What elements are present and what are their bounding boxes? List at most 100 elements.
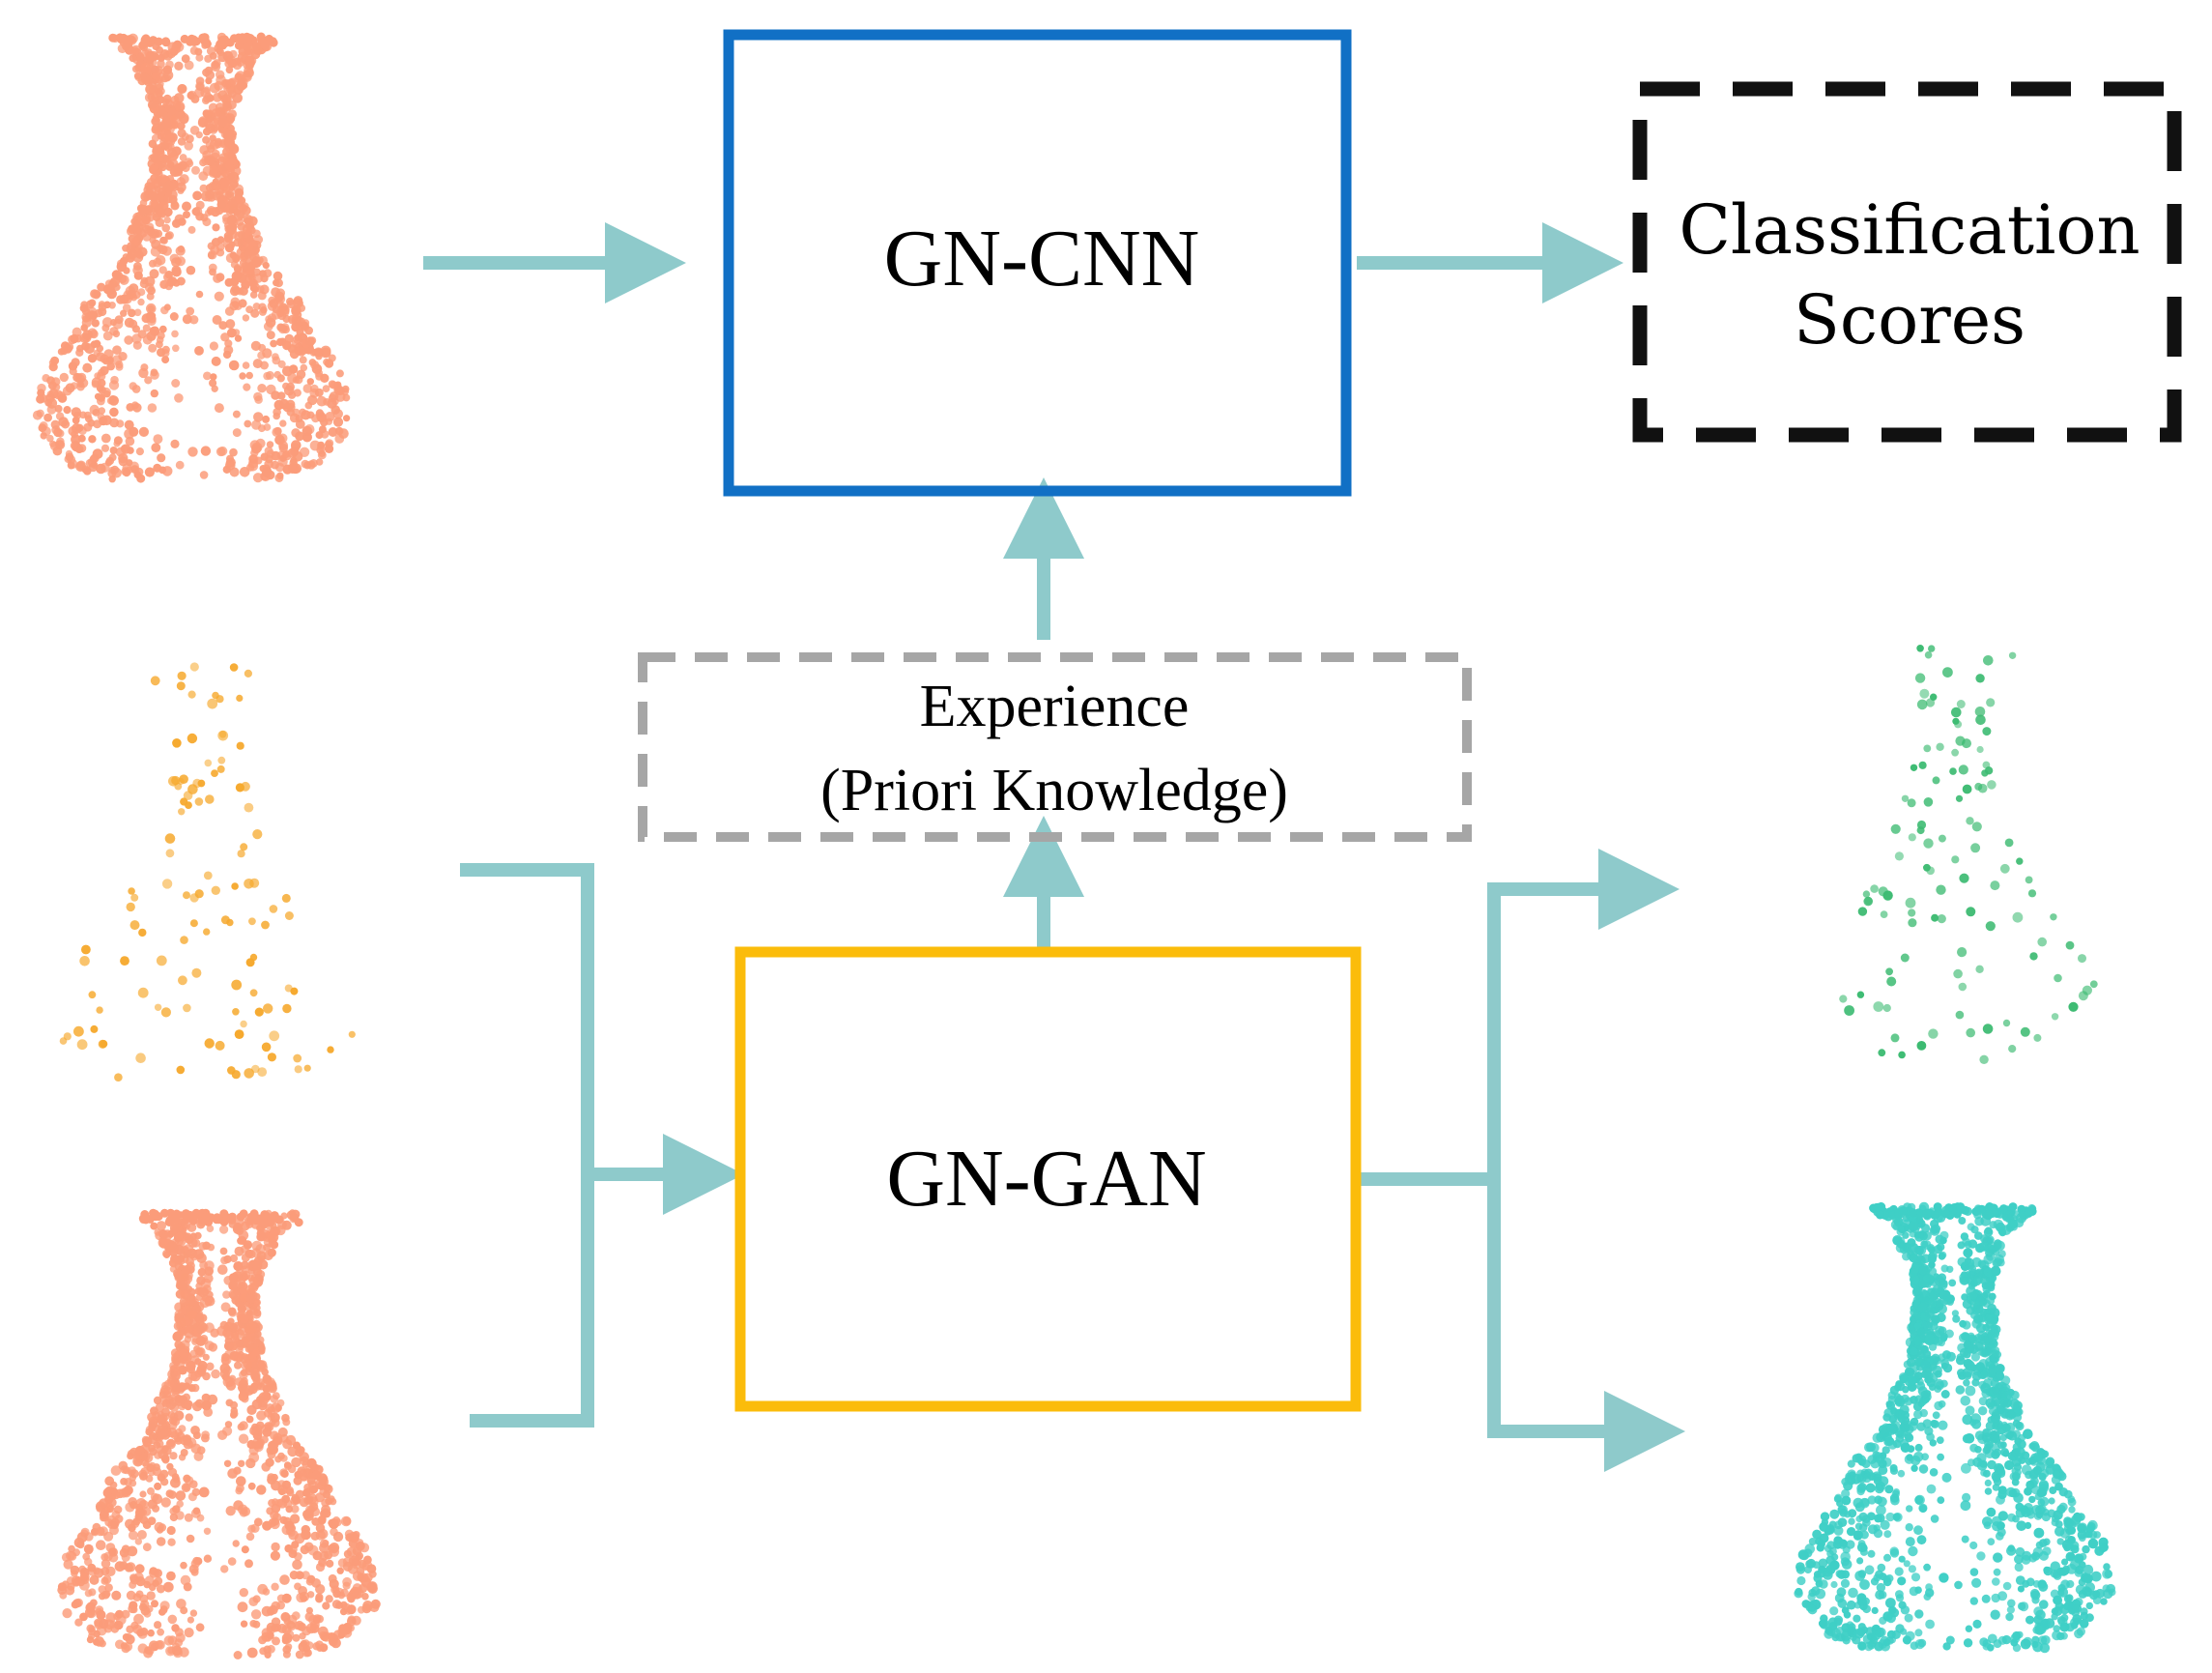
point-cloud-dot bbox=[263, 371, 272, 381]
point-cloud-dot bbox=[1984, 1487, 1993, 1495]
point-cloud-dot bbox=[1983, 655, 1994, 666]
point-cloud-dot bbox=[1971, 1378, 1980, 1387]
point-cloud-dot bbox=[156, 1537, 166, 1546]
point-cloud-dot bbox=[258, 1345, 266, 1353]
point-cloud-dot bbox=[160, 1497, 171, 1508]
point-cloud-dot bbox=[220, 1565, 229, 1573]
point-cloud-dot bbox=[1966, 1027, 1975, 1038]
point-cloud-dot bbox=[2072, 1603, 2083, 1613]
point-cloud-dot bbox=[154, 1482, 162, 1490]
point-cloud-dot bbox=[1962, 1492, 1971, 1502]
point-cloud-dot bbox=[130, 465, 139, 474]
point-cloud-dot bbox=[1929, 1267, 1938, 1276]
point-cloud-dot bbox=[304, 401, 313, 410]
point-cloud-dot bbox=[1931, 913, 1939, 922]
point-cloud-dot bbox=[171, 218, 182, 228]
point-cloud-dot bbox=[74, 1618, 83, 1627]
point-cloud-dot bbox=[98, 301, 105, 308]
point-cloud-dot bbox=[68, 426, 78, 436]
point-cloud-dot bbox=[59, 372, 69, 383]
point-cloud-dot bbox=[213, 274, 222, 283]
point-cloud-dot bbox=[1853, 1614, 1861, 1623]
point-cloud-dot bbox=[109, 418, 120, 428]
point-cloud-dot bbox=[203, 371, 212, 381]
point-cloud-dot bbox=[237, 1423, 245, 1431]
point-cloud-dot bbox=[89, 1574, 100, 1585]
point-cloud-dot bbox=[135, 1576, 146, 1587]
point-cloud-dot bbox=[2015, 1421, 2025, 1431]
point-cloud-dot bbox=[366, 1564, 377, 1573]
point-cloud-dot bbox=[174, 1410, 185, 1421]
point-cloud-dot bbox=[1927, 1254, 1937, 1264]
point-cloud-dot bbox=[1846, 1600, 1856, 1610]
point-cloud-dot bbox=[208, 263, 217, 273]
point-cloud-dot bbox=[69, 367, 77, 376]
point-cloud-dot bbox=[176, 1279, 185, 1287]
point-cloud-dot bbox=[1873, 1202, 1882, 1212]
point-cloud-dot bbox=[361, 1603, 372, 1614]
point-cloud-dot bbox=[279, 419, 287, 427]
point-cloud-dot bbox=[235, 783, 244, 793]
point-cloud-dot bbox=[168, 194, 178, 204]
point-cloud-dot bbox=[252, 829, 263, 840]
point-cloud-dot bbox=[240, 1620, 248, 1628]
point-cloud-dot bbox=[1921, 1240, 1932, 1250]
point-cloud-dot bbox=[113, 283, 121, 292]
point-cloud-dot bbox=[161, 1445, 172, 1456]
point-cloud-dot bbox=[327, 1046, 334, 1053]
point-cloud-dot bbox=[1986, 698, 1996, 707]
point-cloud-dot bbox=[1865, 1627, 1876, 1637]
point-cloud-dot bbox=[2065, 940, 2075, 950]
point-cloud-dot bbox=[351, 1557, 360, 1567]
point-cloud-dot bbox=[2012, 1404, 2022, 1414]
point-cloud-dot bbox=[182, 201, 191, 212]
point-cloud-dot bbox=[256, 1229, 265, 1238]
point-cloud-dot bbox=[278, 1487, 286, 1496]
point-cloud-dot bbox=[1922, 1274, 1931, 1283]
point-cloud-dot bbox=[222, 1376, 234, 1388]
point-cloud-dot bbox=[257, 384, 267, 393]
point-cloud-dot bbox=[258, 255, 268, 266]
point-cloud-dot bbox=[2011, 1467, 2019, 1476]
point-cloud-dot bbox=[1952, 1314, 1961, 1323]
point-cloud-dot bbox=[285, 1505, 294, 1514]
point-cloud-dot bbox=[2028, 1495, 2036, 1504]
point-cloud-dot bbox=[160, 1454, 170, 1463]
point-cloud-dot bbox=[193, 1451, 204, 1461]
point-cloud-dot bbox=[110, 1465, 122, 1476]
point-cloud-dot bbox=[252, 268, 261, 276]
point-cloud-dot bbox=[161, 1399, 170, 1407]
point-cloud-dot bbox=[2012, 1442, 2022, 1452]
point-cloud-dot bbox=[105, 1612, 116, 1623]
point-cloud-dot bbox=[134, 1508, 145, 1518]
point-cloud-dot bbox=[1932, 1411, 1940, 1420]
point-cloud-dot bbox=[299, 408, 306, 417]
point-cloud-dot bbox=[1995, 1532, 2004, 1541]
point-cloud-dot bbox=[254, 1007, 264, 1017]
point-cloud-dot bbox=[239, 1370, 248, 1380]
point-cloud-dot bbox=[190, 1426, 200, 1435]
experience-label-line1: Experience bbox=[920, 674, 1190, 739]
point-cloud-dot bbox=[332, 1531, 344, 1543]
point-cloud-dot bbox=[1966, 817, 1974, 825]
point-cloud-dot bbox=[231, 882, 239, 890]
point-cloud-dot bbox=[2058, 1502, 2068, 1512]
point-cloud-dot bbox=[232, 428, 242, 438]
point-cloud-dot bbox=[304, 1612, 315, 1622]
point-cloud-dot bbox=[242, 42, 251, 51]
point-cloud-dot bbox=[81, 341, 91, 351]
point-cloud-dot bbox=[2063, 1516, 2073, 1526]
point-cloud-dot bbox=[167, 1614, 178, 1625]
point-cloud-dot bbox=[2007, 1410, 2016, 1419]
point-cloud-dot bbox=[1890, 1033, 1900, 1043]
point-cloud-dot bbox=[1885, 1400, 1896, 1410]
point-cloud-dot bbox=[1918, 1504, 1928, 1514]
point-cloud-dot bbox=[1907, 798, 1916, 808]
point-cloud-dot bbox=[2067, 1497, 2077, 1507]
point-cloud-dot bbox=[97, 413, 105, 421]
point-cloud-dot bbox=[1939, 1334, 1948, 1342]
point-cloud-dot bbox=[1834, 1493, 1843, 1502]
point-cloud-dot bbox=[173, 1270, 183, 1280]
point-cloud-dot bbox=[1924, 650, 1933, 659]
point-cloud-dot bbox=[114, 1514, 124, 1523]
